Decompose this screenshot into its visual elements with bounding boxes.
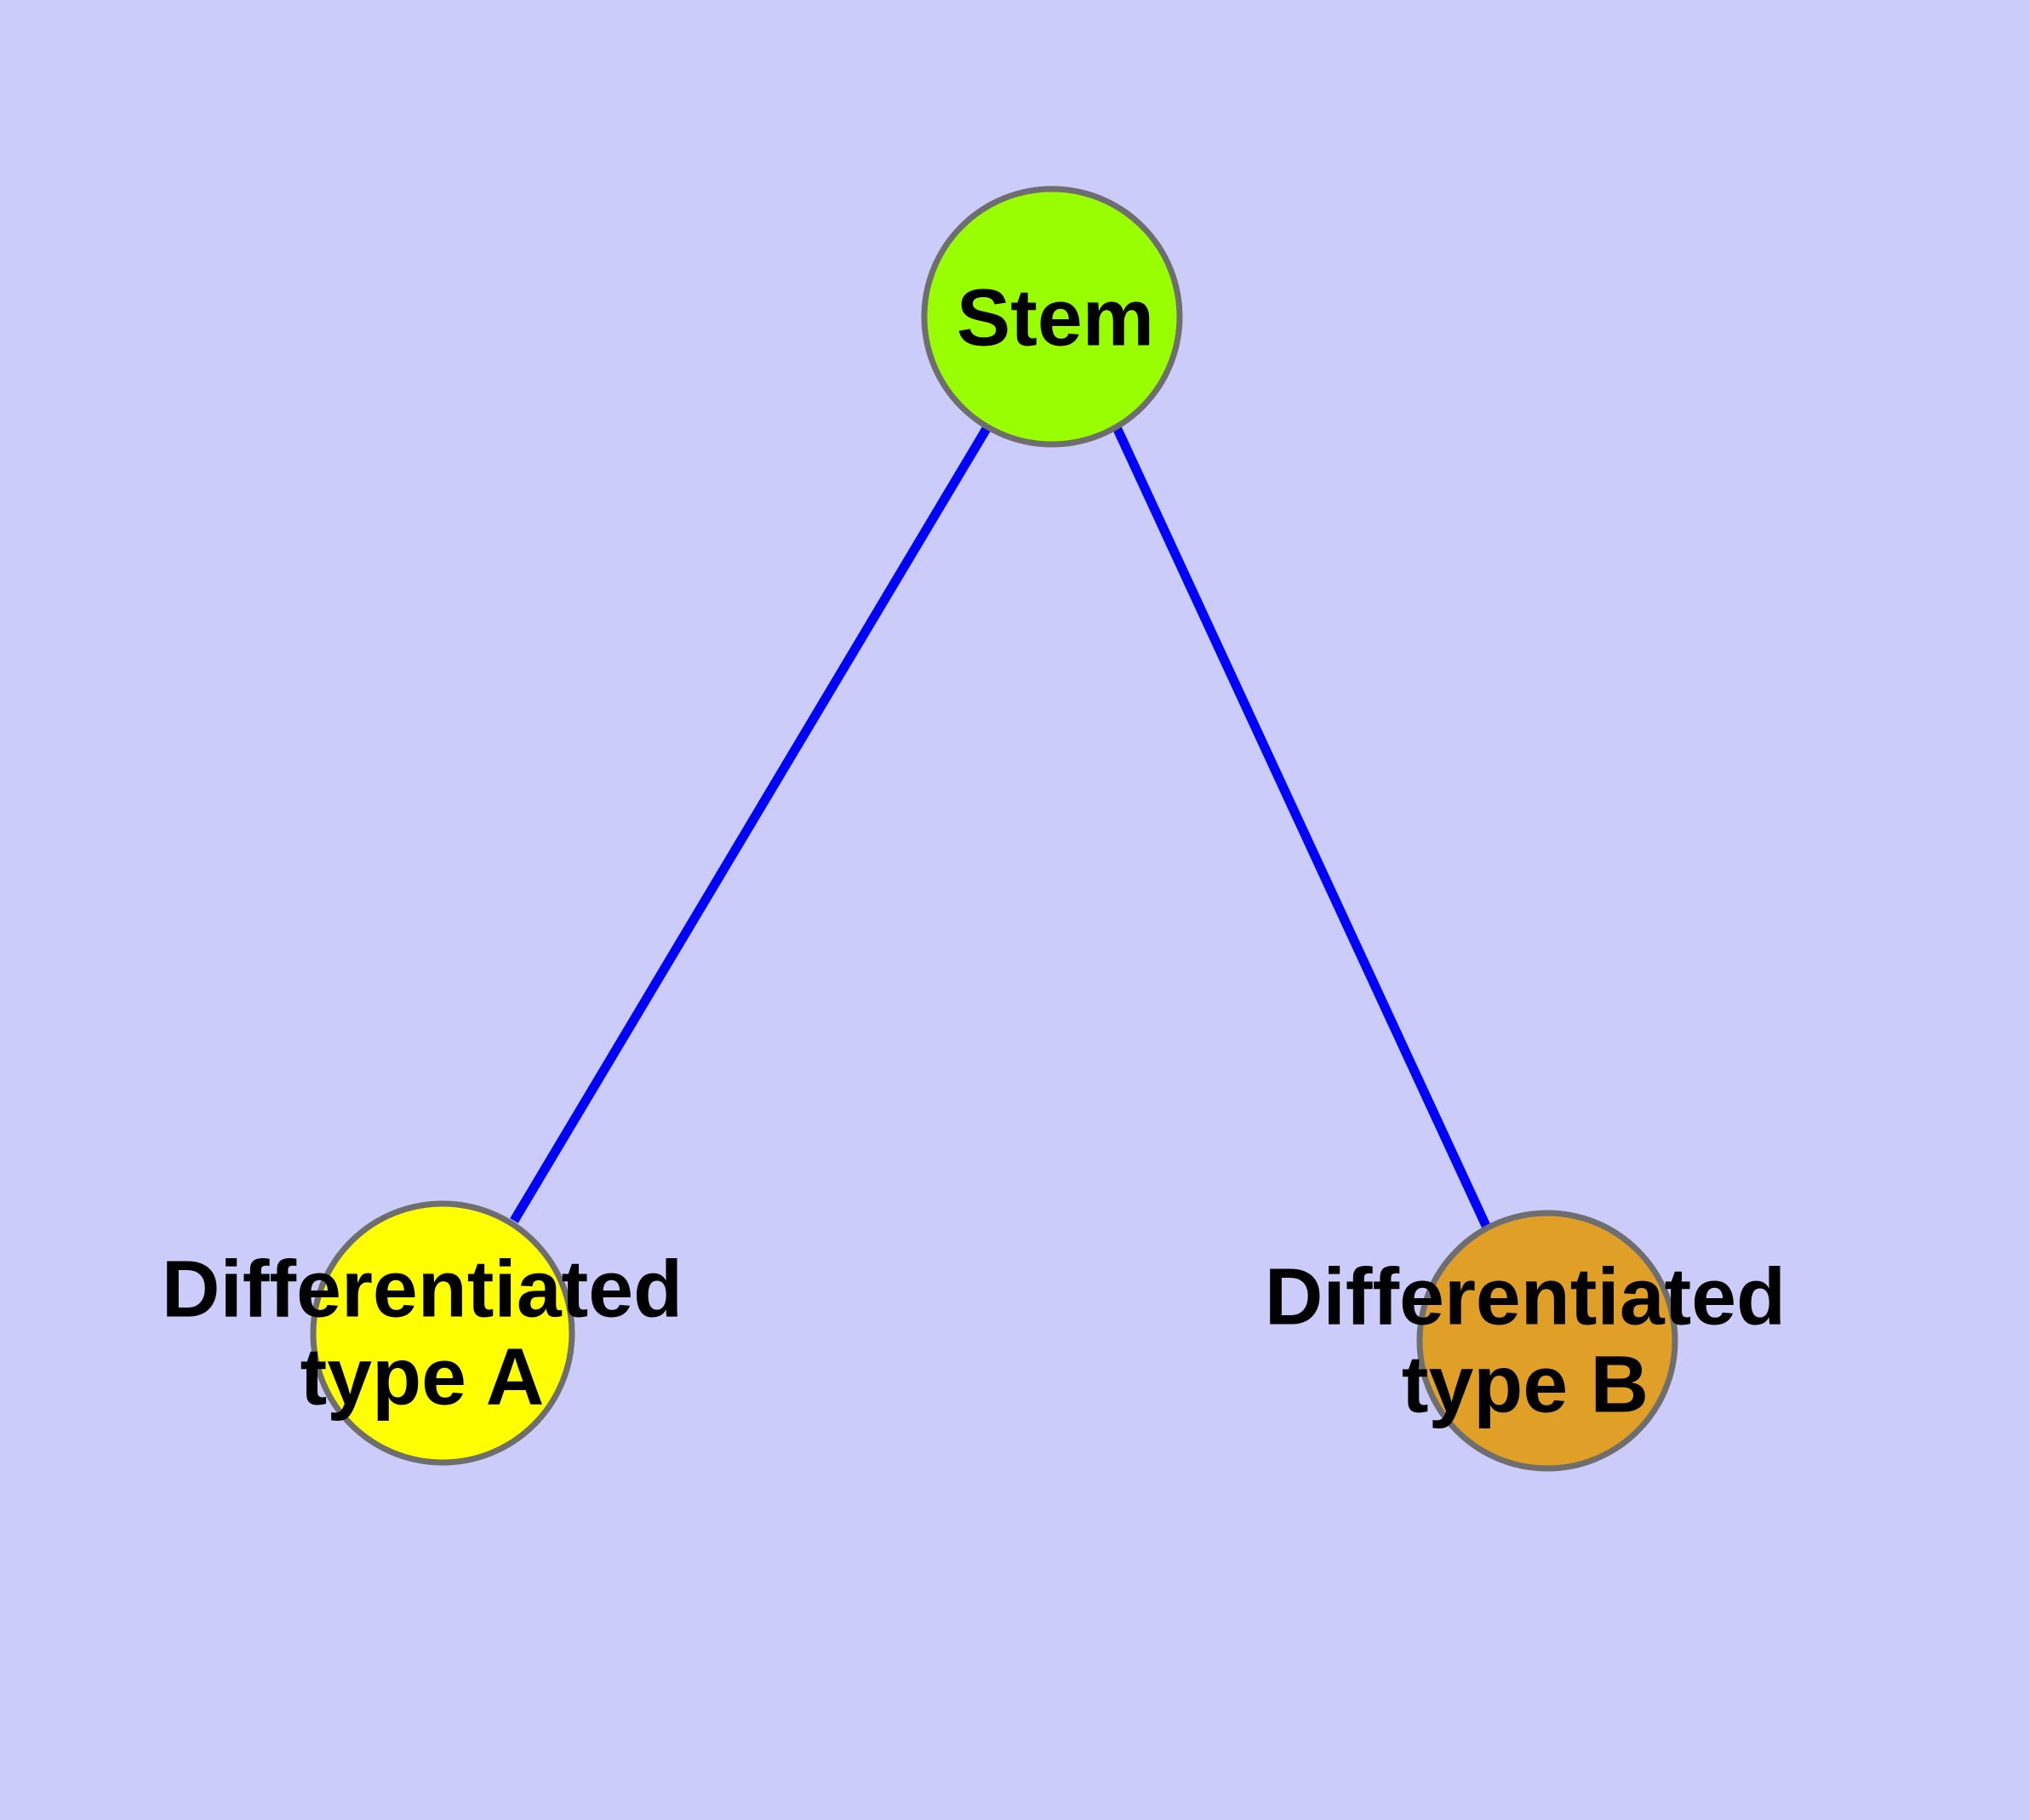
edge-stem-to-diff-a[interactable]: [510, 425, 992, 1223]
node-layer: [310, 186, 1678, 1472]
edge-stem-to-diff-b[interactable]: [1112, 425, 1490, 1228]
node-diff-b[interactable]: [1416, 1210, 1678, 1472]
edge-layer: [510, 425, 1490, 1228]
node-stem[interactable]: [921, 186, 1183, 448]
node-diff-a[interactable]: [310, 1200, 575, 1466]
